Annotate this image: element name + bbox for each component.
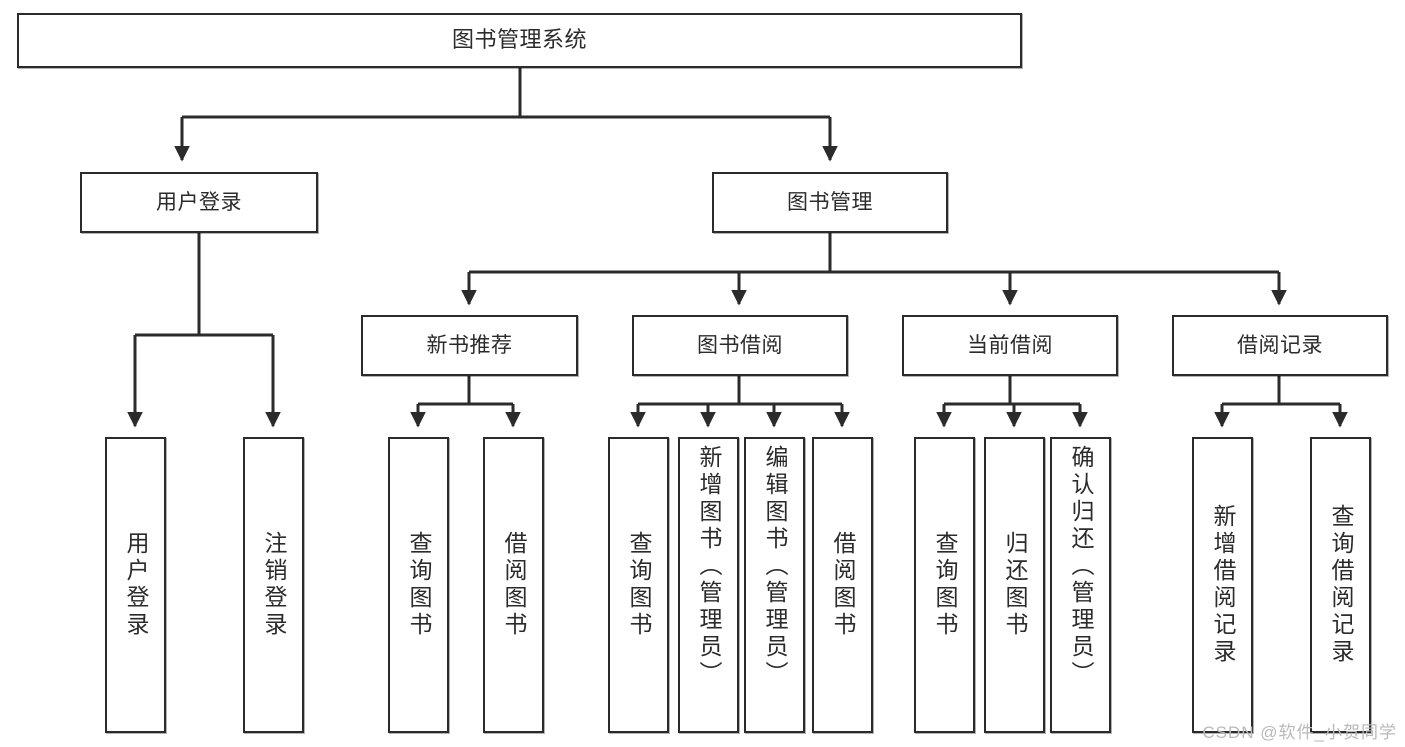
- node-book-borrow[interactable]: 图书借阅: [632, 315, 848, 376]
- node-label: 新增借阅记录: [1210, 504, 1236, 666]
- node-label: 查询图书: [626, 531, 652, 639]
- node-label: 借阅记录: [1237, 333, 1323, 357]
- node-label: 当前借阅: [967, 333, 1053, 357]
- node-label: 查询图书: [932, 531, 958, 639]
- node-label: 图书管理系统: [451, 27, 587, 53]
- node-label: 借阅图书: [830, 531, 856, 639]
- leaf-add-record[interactable]: 新增借阅记录: [1192, 437, 1253, 733]
- node-current-borrow[interactable]: 当前借阅: [902, 315, 1118, 376]
- leaf-add-book[interactable]: 新增图书（管理员）: [678, 437, 739, 733]
- node-label: 编辑图书（管理员）: [762, 445, 788, 688]
- leaf-query-record[interactable]: 查询借阅记录: [1310, 437, 1371, 733]
- node-label: 查询借阅记录: [1328, 504, 1354, 666]
- leaf-logout[interactable]: 注销登录: [243, 437, 304, 733]
- node-borrow-record[interactable]: 借阅记录: [1172, 315, 1388, 376]
- node-book-manage[interactable]: 图书管理: [712, 172, 948, 233]
- node-label: 注销登录: [261, 531, 287, 639]
- node-new-book-recommend[interactable]: 新书推荐: [361, 315, 578, 376]
- node-label: 用户登录: [123, 531, 149, 639]
- node-label: 新增图书（管理员）: [696, 445, 722, 688]
- node-label: 归还图书: [1002, 531, 1028, 639]
- leaf-return-book[interactable]: 归还图书: [984, 437, 1045, 733]
- node-user-login[interactable]: 用户登录: [80, 172, 318, 233]
- leaf-borrow-book-2[interactable]: 借阅图书: [812, 437, 873, 733]
- leaf-borrow-book-1[interactable]: 借阅图书: [483, 437, 544, 733]
- node-label: 借阅图书: [501, 531, 527, 639]
- leaf-query-book-1[interactable]: 查询图书: [388, 437, 449, 733]
- node-root-book-management-system[interactable]: 图书管理系统: [17, 13, 1022, 68]
- node-label: 新书推荐: [426, 333, 513, 357]
- watermark-text: CSDN @软件_小贺同学: [1202, 723, 1397, 742]
- leaf-user-login[interactable]: 用户登录: [105, 437, 166, 733]
- node-label: 确认归还（管理员）: [1068, 445, 1094, 688]
- leaf-query-book-2[interactable]: 查询图书: [608, 437, 669, 733]
- node-label: 图书管理: [787, 190, 873, 214]
- leaf-query-book-3[interactable]: 查询图书: [914, 437, 975, 733]
- leaf-confirm-return[interactable]: 确认归还（管理员）: [1050, 437, 1111, 733]
- node-label: 查询图书: [406, 531, 432, 639]
- node-label: 用户登录: [156, 190, 242, 214]
- leaf-edit-book[interactable]: 编辑图书（管理员）: [744, 437, 805, 733]
- node-label: 图书借阅: [697, 333, 783, 357]
